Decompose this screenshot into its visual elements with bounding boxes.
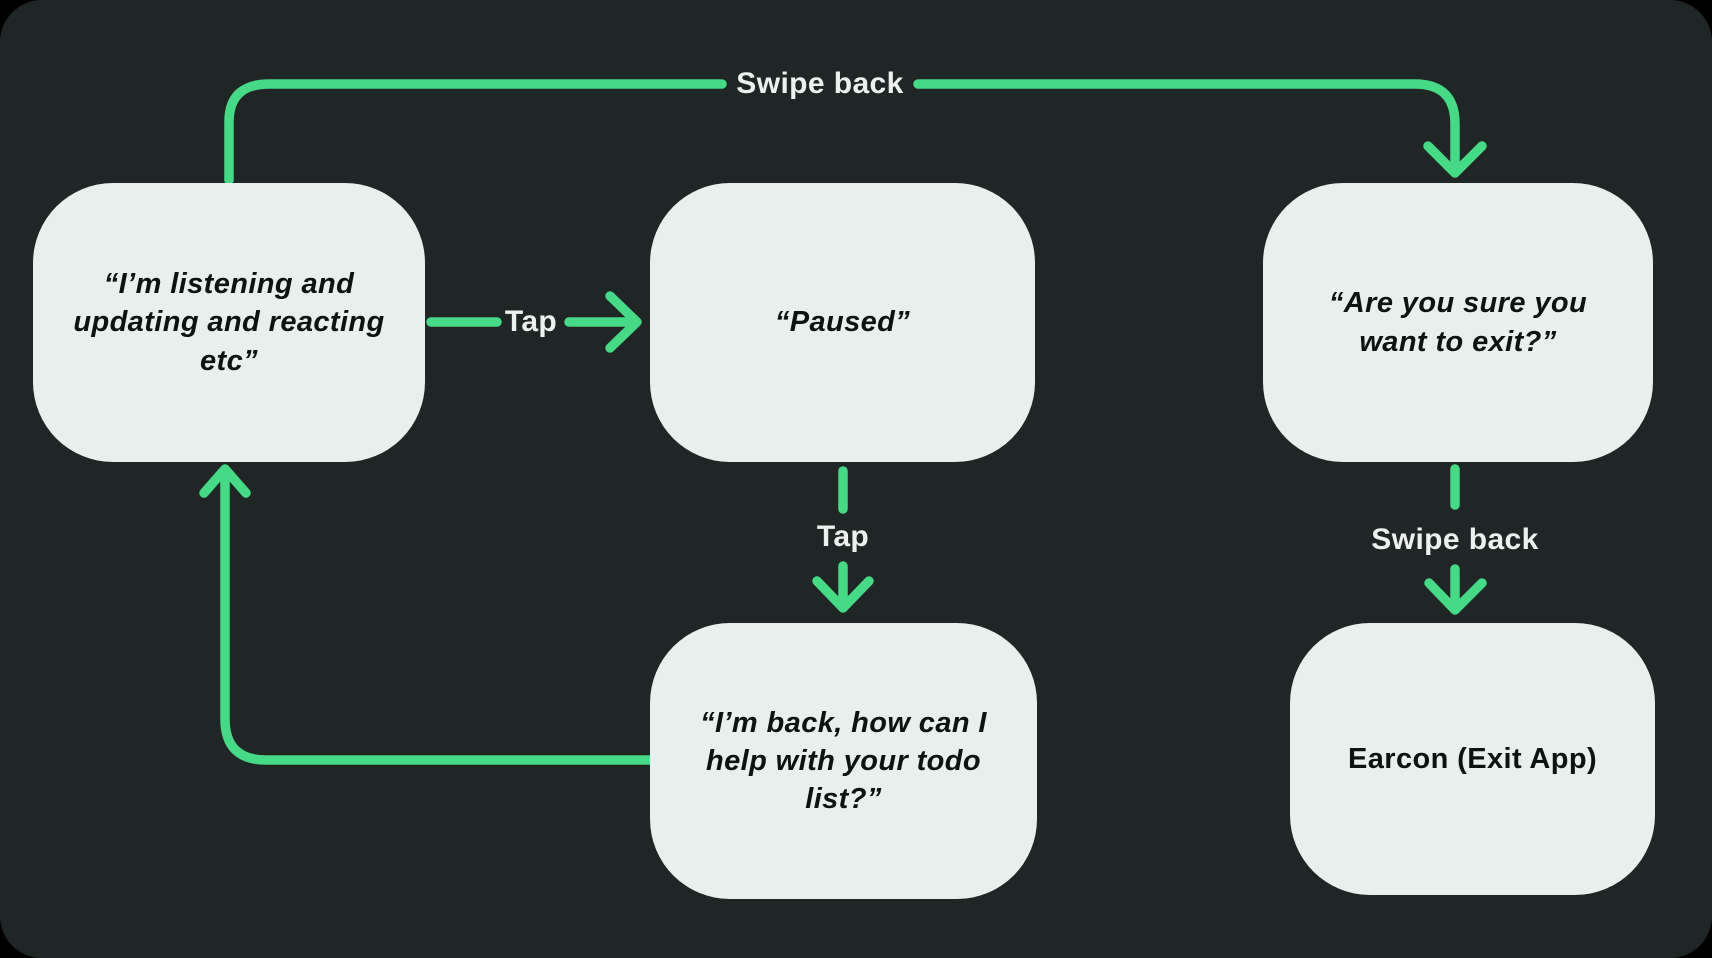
node-earcon-exit-app: Earcon (Exit App) xyxy=(1290,623,1655,895)
edge-listening-to-paused xyxy=(426,291,642,353)
edge-line xyxy=(220,473,659,765)
node-back-text: “I’m back, how can I help with your todo… xyxy=(700,706,987,816)
edge-paused-to-back xyxy=(812,466,874,613)
node-confirm-exit-text: “Are you sure you want to exit?” xyxy=(1328,287,1588,358)
node-listening: “I’m listening and updating and reacting… xyxy=(33,183,425,462)
arrowhead-down-icon xyxy=(812,576,874,613)
edge-line xyxy=(224,79,727,185)
arrowhead-down-icon xyxy=(1424,578,1487,615)
edge-line xyxy=(913,79,1460,171)
arrowhead-up-icon xyxy=(199,464,251,498)
edge-listening-to-confirm-exit xyxy=(224,79,1487,185)
node-paused: “Paused” xyxy=(650,183,1035,462)
arrowhead-down-icon xyxy=(1423,141,1487,178)
node-back: “I’m back, how can I help with your todo… xyxy=(650,623,1037,899)
node-paused-text: “Paused” xyxy=(774,306,911,339)
edge-label-swipe-back-top: Swipe back xyxy=(736,67,904,100)
arrowhead-right-icon xyxy=(605,291,642,353)
edge-label-tap-right: Tap xyxy=(504,305,558,338)
node-earcon-exit-app-text: Earcon (Exit App) xyxy=(1347,742,1598,775)
node-confirm-exit: “Are you sure you want to exit?” xyxy=(1263,183,1653,462)
node-listening-text: “I’m listening and updating and reacting… xyxy=(73,268,385,377)
edge-back-to-listening xyxy=(199,464,659,765)
edge-label-swipe-back-down: Swipe back xyxy=(1371,523,1539,556)
edge-confirm-exit-to-earcon xyxy=(1424,464,1487,615)
edge-label-tap-down: Tap xyxy=(816,520,870,553)
